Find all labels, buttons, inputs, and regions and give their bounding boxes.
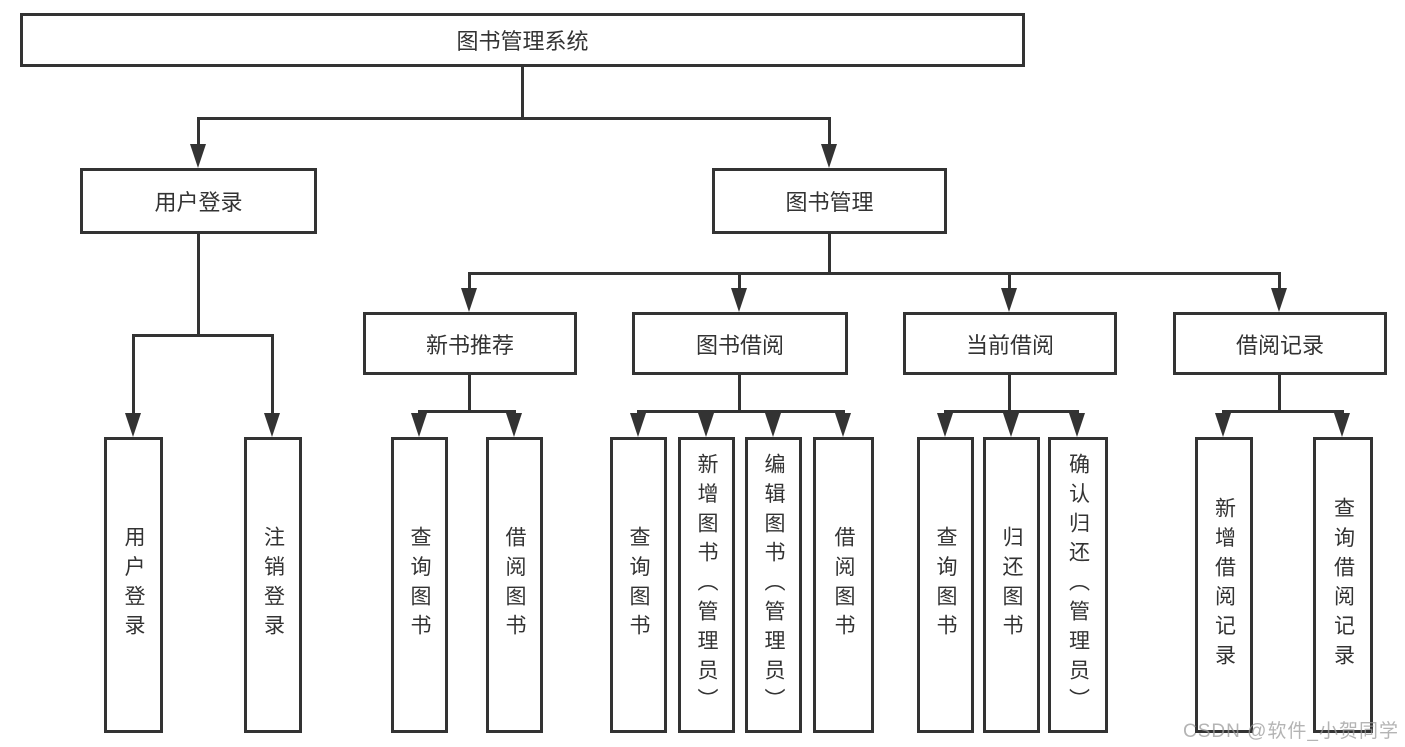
arrow-down-icon — [821, 144, 837, 168]
node-leaf-query-books-recommend: 查询图书 — [391, 437, 448, 733]
node-label: 借阅记录 — [1235, 332, 1324, 358]
connector-new-book-stem — [468, 375, 471, 410]
node-book-management: 图书管理 — [712, 168, 947, 234]
connector-book-management-stem — [828, 234, 831, 272]
node-label: 用户登录 — [122, 526, 145, 644]
arrow-down-icon — [698, 413, 714, 437]
node-leaf-logout: 注销登录 — [244, 437, 302, 733]
arrow-down-icon — [765, 413, 781, 437]
connector-user-login-rail — [132, 334, 274, 337]
node-leaf-borrow-books-borrowing: 借阅图书 — [813, 437, 874, 733]
node-label: 新增借阅记录 — [1212, 496, 1236, 674]
connector-book-management-rail — [468, 272, 1281, 275]
arrow-down-icon — [1215, 413, 1231, 437]
arrow-down-icon — [835, 413, 851, 437]
node-leaf-edit-books-admin: 编辑图书（管理员） — [745, 437, 802, 733]
arrow-down-icon — [1069, 413, 1085, 437]
node-leaf-user-login: 用户登录 — [104, 437, 163, 733]
node-label: 新书推荐 — [425, 332, 514, 358]
arrow-down-icon — [1001, 288, 1017, 312]
connector-drop-new-book — [468, 272, 471, 290]
connector-drop-book-borrow — [738, 272, 741, 290]
connector-drop-borrow-record — [1278, 272, 1281, 290]
node-leaf-query-books-borrowing: 查询图书 — [610, 437, 667, 733]
node-leaf-query-books-current: 查询图书 — [917, 437, 974, 733]
node-leaf-add-books-admin: 新增图书（管理员） — [678, 437, 735, 733]
arrow-down-icon — [506, 413, 522, 437]
arrow-down-icon — [731, 288, 747, 312]
node-label: 编辑图书（管理员） — [762, 452, 785, 718]
arrow-down-icon — [190, 144, 206, 168]
arrow-down-icon — [461, 288, 477, 312]
connector-drop-logout-leaf — [271, 334, 274, 415]
node-label: 查询图书 — [934, 526, 957, 644]
node-label: 归还图书 — [1000, 526, 1023, 644]
node-label: 注销登录 — [261, 526, 285, 644]
connector-borrow-record-rail — [1222, 410, 1344, 413]
node-label: 当前借阅 — [965, 332, 1054, 358]
node-label: 借阅图书 — [832, 526, 855, 644]
connector-root-rail — [197, 117, 831, 120]
connector-new-book-rail — [418, 410, 516, 413]
node-leaf-query-borrow-record: 查询借阅记录 — [1313, 437, 1373, 733]
node-label: 查询图书 — [627, 526, 650, 644]
arrow-down-icon — [264, 413, 280, 437]
connector-drop-user-login — [197, 117, 200, 147]
connector-current-borrow-stem — [1008, 375, 1011, 410]
connector-drop-login-leaf — [132, 334, 135, 415]
node-leaf-confirm-return-admin: 确认归还（管理员） — [1048, 437, 1108, 733]
arrow-down-icon — [1271, 288, 1287, 312]
arrow-down-icon — [1334, 413, 1350, 437]
node-user-login: 用户登录 — [80, 168, 317, 234]
node-label: 图书管理 — [785, 190, 874, 215]
node-label: 借阅图书 — [503, 526, 526, 644]
node-label: 图书借阅 — [695, 332, 784, 358]
node-label: 查询借阅记录 — [1331, 496, 1355, 674]
csdn-watermark: CSDN @软件_小贺同学 — [1183, 721, 1399, 742]
connector-root-stem — [521, 67, 524, 119]
node-borrowing-records: 借阅记录 — [1173, 312, 1387, 375]
node-library-system-root: 图书管理系统 — [20, 13, 1025, 67]
node-leaf-borrow-books-recommend: 借阅图书 — [486, 437, 543, 733]
connector-drop-book-management — [828, 117, 831, 147]
arrow-down-icon — [937, 413, 953, 437]
connector-drop-current-borrow — [1008, 272, 1011, 290]
node-new-book-recommend: 新书推荐 — [363, 312, 577, 375]
connector-book-borrow-stem — [738, 375, 741, 410]
node-label: 图书管理系统 — [456, 29, 589, 54]
node-label: 确认归还（管理员） — [1066, 452, 1090, 718]
node-current-borrowing: 当前借阅 — [903, 312, 1117, 375]
node-leaf-return-books: 归还图书 — [983, 437, 1040, 733]
arrow-down-icon — [630, 413, 646, 437]
arrow-down-icon — [411, 413, 427, 437]
arrow-down-icon — [1003, 413, 1019, 437]
arrow-down-icon — [125, 413, 141, 437]
connector-borrow-record-stem — [1278, 375, 1281, 410]
node-label: 用户登录 — [154, 190, 243, 215]
node-label: 查询图书 — [408, 526, 431, 644]
node-label: 新增图书（管理员） — [695, 452, 718, 718]
node-book-borrowing: 图书借阅 — [632, 312, 848, 375]
connector-user-login-stem — [197, 234, 200, 334]
connector-book-borrow-rail — [637, 410, 844, 413]
node-leaf-add-borrow-record: 新增借阅记录 — [1195, 437, 1253, 733]
